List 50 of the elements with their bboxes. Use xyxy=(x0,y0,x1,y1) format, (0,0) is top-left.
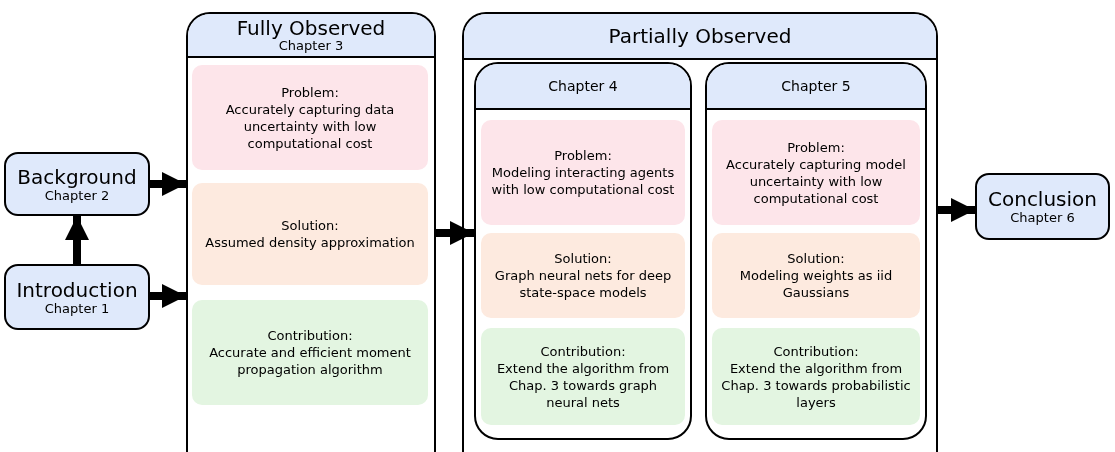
title-text: Partially Observed xyxy=(608,25,792,47)
section-panel xyxy=(186,12,436,452)
contribution-card xyxy=(192,300,428,405)
card-text: Extend the algorithm from Chap. 3 towards graph neural nets xyxy=(495,359,671,411)
card-heading: Solution: xyxy=(554,250,612,267)
chapter-label: Chapter 3 xyxy=(278,39,344,53)
section-panel xyxy=(462,12,938,452)
card-text: Accurately capturing data uncertainty with low computational cost xyxy=(224,100,396,152)
arrow xyxy=(436,221,474,245)
arrow xyxy=(150,172,186,196)
contribution-card xyxy=(712,328,920,425)
problem-card xyxy=(192,65,428,170)
chapter-box xyxy=(975,173,1110,240)
chapter-box xyxy=(4,264,150,330)
contribution-card xyxy=(481,328,685,425)
card-heading: Contribution: xyxy=(773,342,859,360)
card-text: Modeling interacting agents with low computational cost xyxy=(490,164,676,198)
card-text: Extend the algorithm from Chap. 3 towards probabilistic layers xyxy=(720,359,912,411)
chapter-label: Chapter 1 xyxy=(44,300,110,316)
card-heading: Contribution: xyxy=(540,342,626,360)
card-heading: Problem: xyxy=(281,83,339,101)
problem-card xyxy=(481,120,685,225)
card-text: Assumed density approximation xyxy=(205,234,415,251)
section-panel xyxy=(474,62,692,440)
card-heading: Contribution: xyxy=(267,327,353,344)
solution-card xyxy=(712,233,920,318)
card-heading: Solution: xyxy=(787,250,845,267)
card-text: Accurately capturing model uncertainty with low computational cost xyxy=(725,155,907,207)
title-text: Background xyxy=(17,165,137,188)
title-text: Introduction xyxy=(16,278,138,301)
solution-card xyxy=(481,233,685,318)
card-text: Accurate and efficient moment propagation algorithm xyxy=(208,344,412,378)
arrow xyxy=(150,284,186,308)
arrow xyxy=(65,216,89,264)
chapter-label: Chapter 6 xyxy=(1010,210,1075,225)
title-text: Chapter 4 xyxy=(548,77,618,96)
arrow xyxy=(938,198,975,222)
card-heading: Solution: xyxy=(281,217,339,234)
card-heading: Problem: xyxy=(787,138,845,156)
title-text: Fully Observed xyxy=(236,17,386,39)
section-panel xyxy=(705,62,927,440)
chapter-label: Chapter 2 xyxy=(44,187,110,203)
title-text: Chapter 5 xyxy=(781,77,851,96)
card-text: Modeling weights as iid Gaussians xyxy=(738,267,894,301)
solution-card xyxy=(192,183,428,285)
chapter-box xyxy=(4,152,150,216)
card-text: Graph neural nets for deep state-space models xyxy=(493,267,673,301)
title-text: Conclusion xyxy=(988,188,1097,210)
card-heading: Problem: xyxy=(554,147,612,164)
problem-card xyxy=(712,120,920,225)
